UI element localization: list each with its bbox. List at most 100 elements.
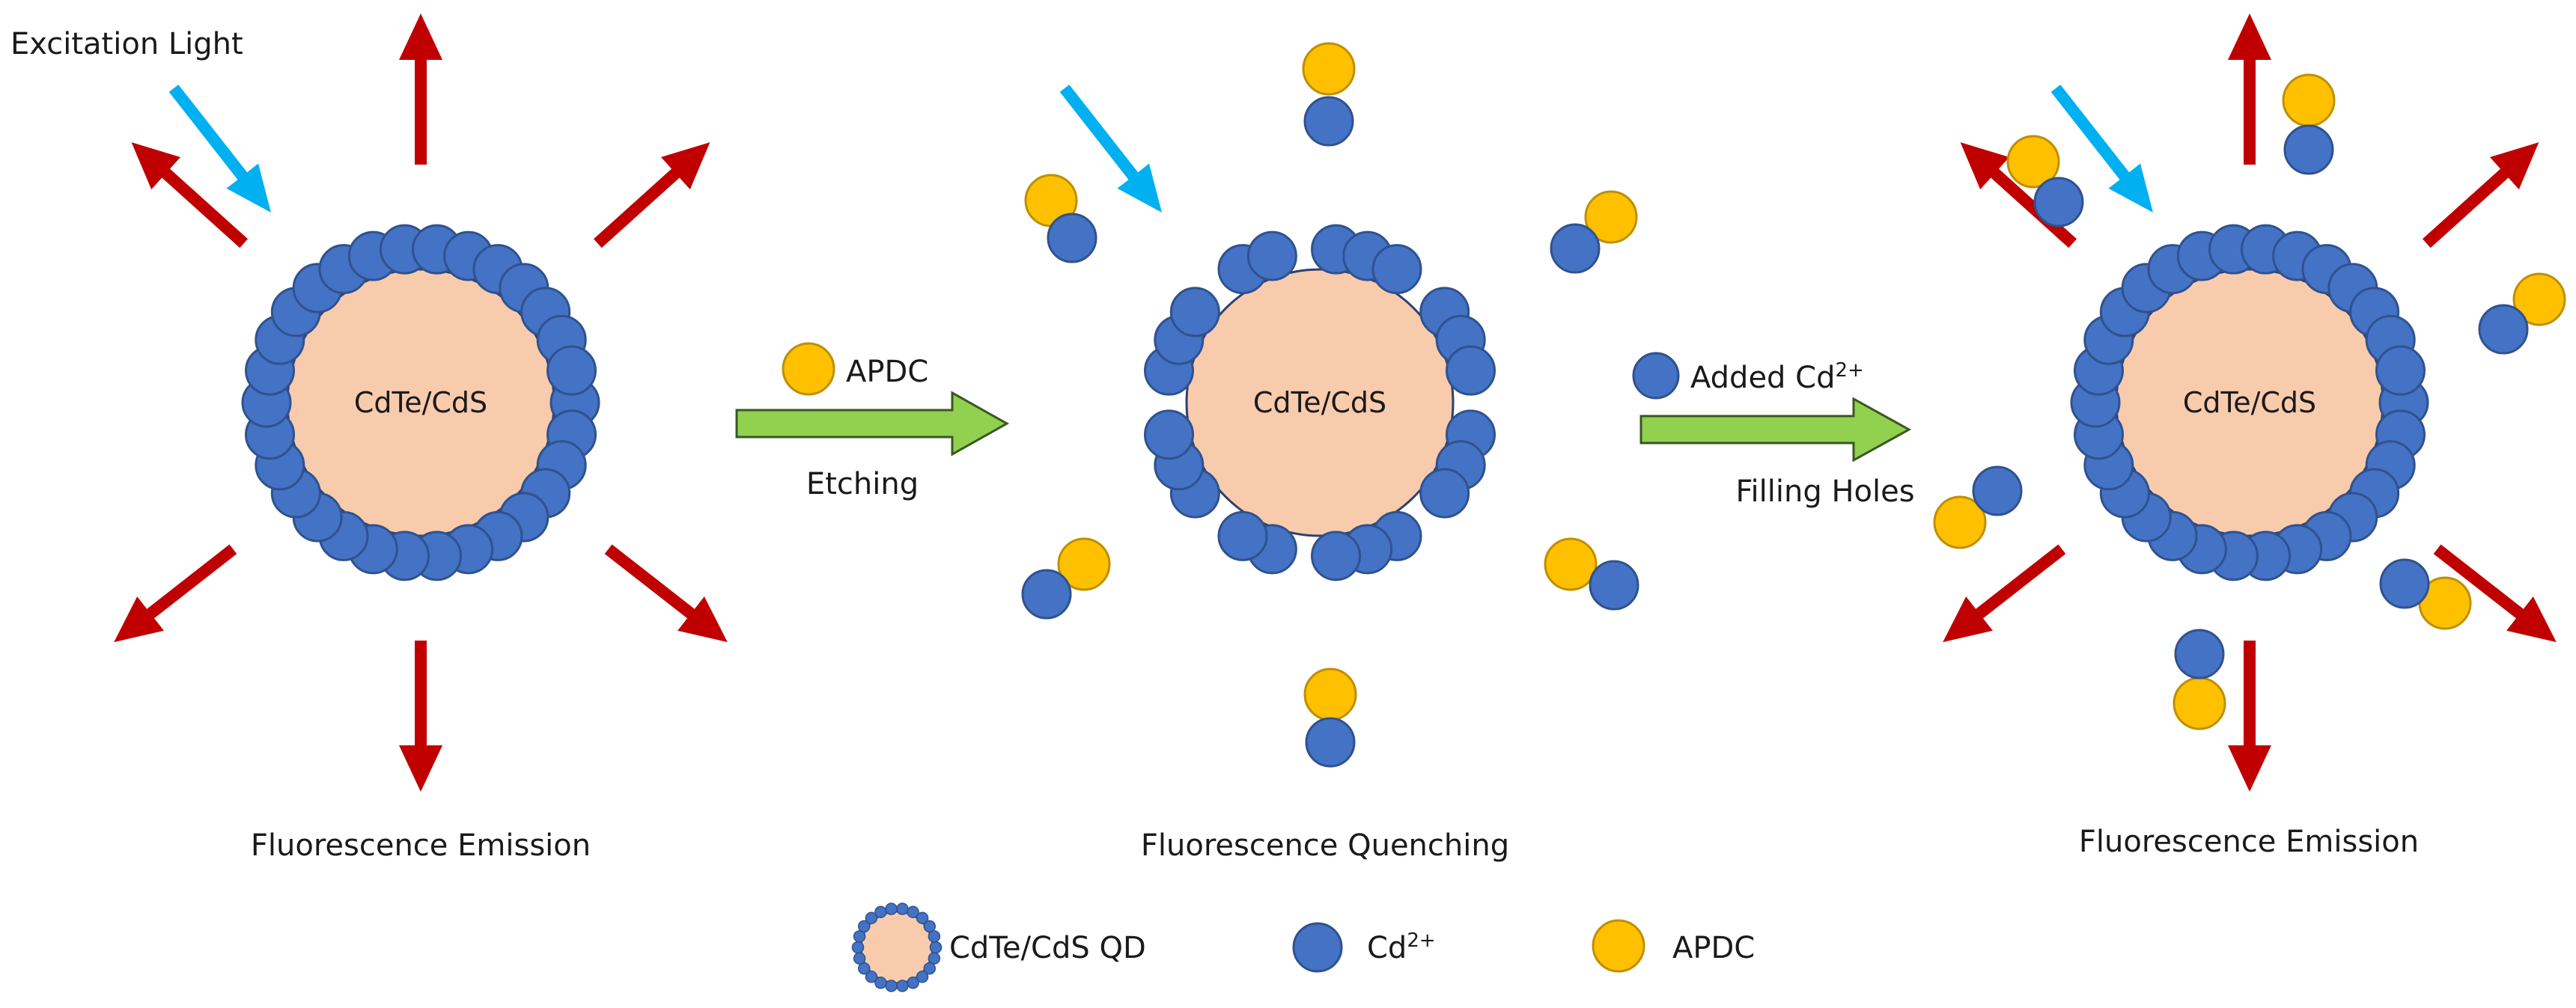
cd-ion [1169,287,1220,337]
red-emission-arrow [2423,142,2539,248]
legend-shell-ion [858,920,871,933]
red-emission-arrow [114,544,237,643]
cd-ion [1303,96,1354,147]
legend-shell-ion [928,952,941,965]
apdc-molecule [1302,42,1356,96]
panel2-caption: Fluorescence Quenching [1141,828,1509,863]
apdc-molecule [2006,135,2060,189]
green-process-arrow [1639,397,1912,462]
legend-shell-ion [853,952,866,965]
cd-ion [1311,531,1362,581]
cd-ion [1305,717,1356,768]
apdc-molecule [1303,668,1357,721]
apdc-molecule [1057,537,1111,591]
apdc-molecule [2282,73,2336,127]
cd-ion-reagent-icon [1632,352,1680,400]
panel3-caption: Fluorescence Emission [2079,825,2419,859]
legend-shell-ion [916,911,929,924]
apdc-molecule [2512,272,2566,326]
blue-excitation-arrow [1059,85,1162,213]
legend-cd-label: Cd2+ [1367,929,1436,965]
blue-excitation-arrow [2050,85,2153,213]
legend-qd-icon [851,902,943,992]
red-emission-arrow [1943,544,2066,643]
cd-ion [1144,409,1195,460]
excitation-light-label: Excitation Light [10,27,243,61]
legend-shell-ion [858,962,871,975]
cd-ion [1371,244,1422,295]
excitation-arrow [168,85,271,213]
legend-shell-ion [916,971,929,983]
core-label: CdTe/CdS [1253,386,1386,419]
legend-shell-ion [865,971,878,983]
legend-shell-ion [896,980,909,992]
legend-shell-ion [874,977,887,989]
restored-quantum-dot [2070,224,2429,581]
filling-holes-label: Filling Holes [1735,474,1914,509]
legend-shell-ion [907,905,919,918]
legend: CdTe/CdS QD Cd2+ APDC [851,902,1755,992]
legend-shell-ion [923,920,936,933]
panel-fluorescence-emission-1: CdTe/CdS Excitation Light Fluorescence E… [10,13,728,863]
etching-label: Etching [806,467,919,501]
etched-quantum-dot [1144,224,1496,581]
cd-ion [1419,468,1470,519]
cd-ion [2375,345,2426,396]
apdc-reagent-label: APDC [846,355,928,389]
red-emission-arrow [604,544,728,643]
red-emission-arrow [2228,641,2271,792]
green-process-arrow [735,391,1010,456]
red-emission-arrow [594,142,710,248]
cd-ion [2283,124,2334,175]
legend-shell-ion [874,905,887,918]
excitation-arrow [1059,85,1162,213]
cd-ion [1021,569,1072,620]
cd-ion [1047,213,1097,263]
cd-apdc-complexes [1021,42,1639,768]
cd-ion [1445,345,1496,396]
red-emission-arrow [399,641,442,792]
panel1-caption: Fluorescence Emission [251,828,591,863]
cd-ion [1246,230,1297,281]
cd-ion [2379,558,2430,609]
legend-shell-ion [853,930,866,943]
cd-ion [546,345,597,396]
quantum-dot [241,224,600,581]
core-sphere [1185,268,1455,537]
legend-shell-ion [928,930,941,943]
etching-step: APDC Etching [735,342,1010,501]
cd-ion [2174,629,2225,679]
apdc-molecule [1933,495,1987,549]
apdc-molecule [1544,537,1598,591]
red-emission-arrow [2433,544,2557,643]
legend-apdc-label: APDC [1672,931,1755,965]
excitation-arrow [2050,85,2153,213]
core-label: CdTe/CdS [354,386,487,419]
cd-ion [2033,177,2084,227]
process-arrow-icon [735,391,1010,456]
process-arrow-icon [1639,397,1912,462]
legend-shell-ion [865,911,878,924]
red-emission-arrow [399,13,442,165]
added-cd-label: Added Cd2+ [1690,359,1864,395]
emission-arrows [1943,13,2557,792]
apdc-molecule [2172,676,2226,730]
legend-shell-ion [851,941,865,954]
blue-excitation-arrow [168,85,271,213]
legend-apdc-icon [1592,919,1645,973]
panel-fluorescence-emission-2: CdTe/CdS Fluorescence Emission [1933,13,2566,859]
legend-shell-ion [923,962,936,975]
cd-ion [1217,510,1268,561]
core-label: CdTe/CdS [2183,386,2316,419]
cd-ion [1589,560,1639,611]
legend-shell-ion [885,980,898,992]
legend-shell-ion [929,941,943,954]
red-emission-arrow [131,142,248,248]
cd-ion [1972,465,2023,516]
legend-qd-label: CdTe/CdS QD [949,931,1146,965]
legend-shell-ion [907,977,919,989]
cd-apdc-complexes [1933,73,2566,730]
cd-ion [1550,223,1601,274]
